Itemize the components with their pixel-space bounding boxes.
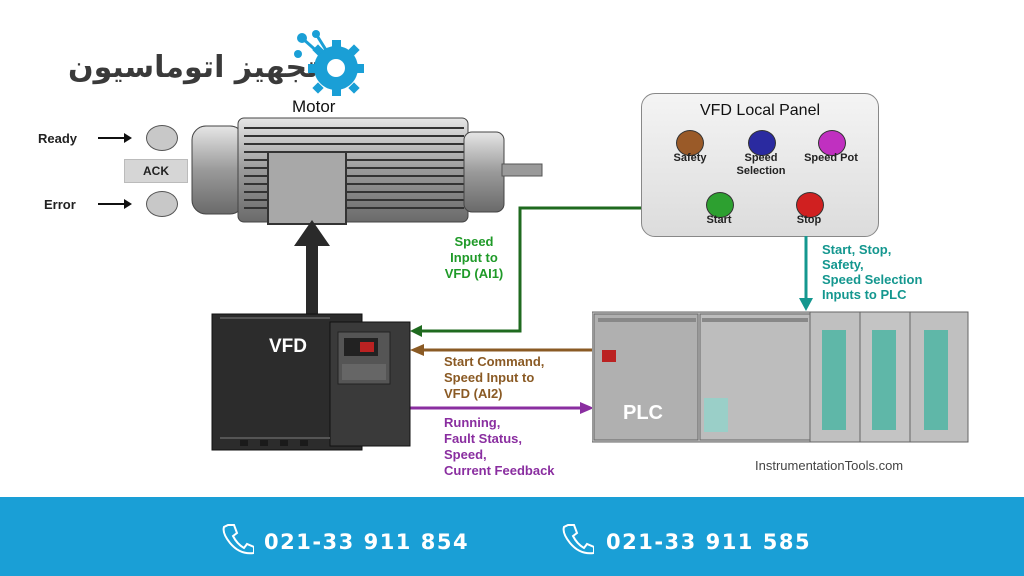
plc-label: PLC [623, 402, 663, 424]
brand-name: تجهیز اتوماسیون [68, 50, 319, 85]
stop-button[interactable] [796, 192, 824, 218]
vfd-label: VFD [269, 336, 307, 357]
speed-pot-button[interactable] [818, 130, 846, 156]
plc-device [592, 311, 969, 443]
ack-button[interactable]: ACK [124, 159, 188, 183]
error-lamp [146, 191, 178, 217]
vfd-local-panel: VFD Local Panel Safety Speed Selection S… [641, 93, 879, 237]
start-label: Start [706, 214, 732, 226]
signal-lines [410, 206, 813, 414]
speed-selection-label: Speed Selection [736, 152, 786, 177]
panel-title: VFD Local Panel [699, 102, 821, 119]
motor-title: Motor [292, 97, 336, 116]
phone-number-1[interactable]: 021-33 911 854 [264, 530, 470, 554]
vfd-device [211, 313, 411, 451]
ready-lamp [146, 125, 178, 151]
phone-icon [562, 524, 594, 555]
gear-network-icon [294, 30, 364, 96]
stop-label: Stop [796, 214, 822, 226]
arrow-up-icon [294, 220, 330, 316]
phone-icon [222, 524, 254, 555]
phone-number-2[interactable]: 021-33 911 585 [606, 530, 812, 554]
arrow-right-icon [98, 199, 132, 209]
error-label: Error [44, 197, 76, 212]
credit-text: InstrumentationTools.com [755, 458, 904, 473]
motor-drawing [191, 117, 543, 225]
arrow-right-icon [98, 133, 132, 143]
ready-label: Ready [38, 131, 78, 146]
purple-signal-text: Running,Fault Status,Speed,Current Feedb… [444, 415, 555, 478]
safety-button[interactable] [676, 130, 704, 156]
footer-bar: 021-33 911 854 021-33 911 585 [0, 497, 1024, 576]
safety-label: Safety [673, 152, 707, 164]
speed-selection-button[interactable] [748, 130, 776, 156]
speed-pot-label: Speed Pot [804, 152, 858, 164]
start-button[interactable] [706, 192, 734, 218]
